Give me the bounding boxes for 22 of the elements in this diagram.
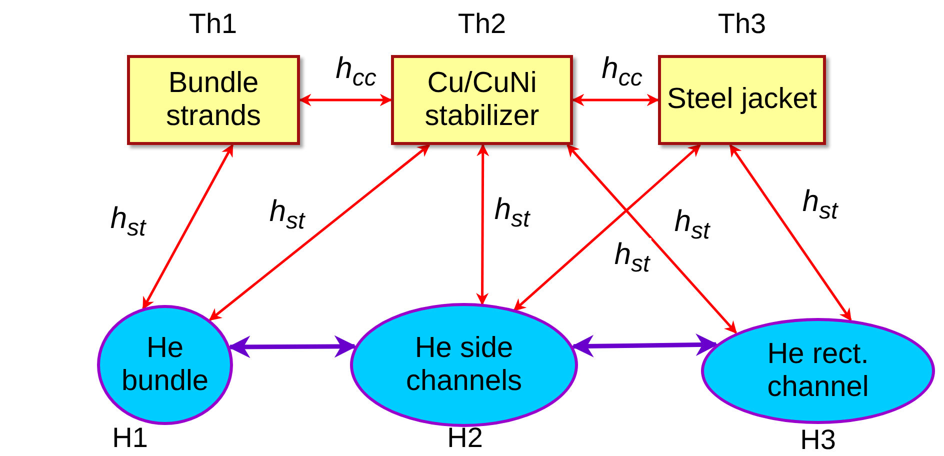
double-arrow [572, 94, 660, 106]
node-id: H3 [800, 424, 836, 456]
double-arrow [208, 144, 430, 321]
double-arrow [513, 144, 701, 312]
node-id: Th2 [458, 8, 506, 40]
component-box [658, 55, 826, 145]
node-label: Steel jacket [666, 83, 818, 117]
node-label: Bundle strands [164, 66, 262, 134]
node-id: Th1 [188, 8, 238, 40]
node-id: Th3 [718, 8, 766, 40]
node-label: He rect. channel [766, 338, 870, 404]
double-arrow [142, 144, 234, 310]
node-id: H2 [447, 422, 483, 454]
node-id: H1 [112, 422, 148, 454]
node-label: He side channels [404, 332, 524, 398]
node-label: He bundle [120, 332, 210, 398]
component-box [127, 55, 300, 145]
double-arrow [476, 144, 490, 306]
node-label: Cu/CuNi stabilizer [424, 66, 540, 134]
component-box [391, 55, 573, 145]
double-arrow [298, 94, 392, 106]
double-arrow [566, 144, 738, 334]
